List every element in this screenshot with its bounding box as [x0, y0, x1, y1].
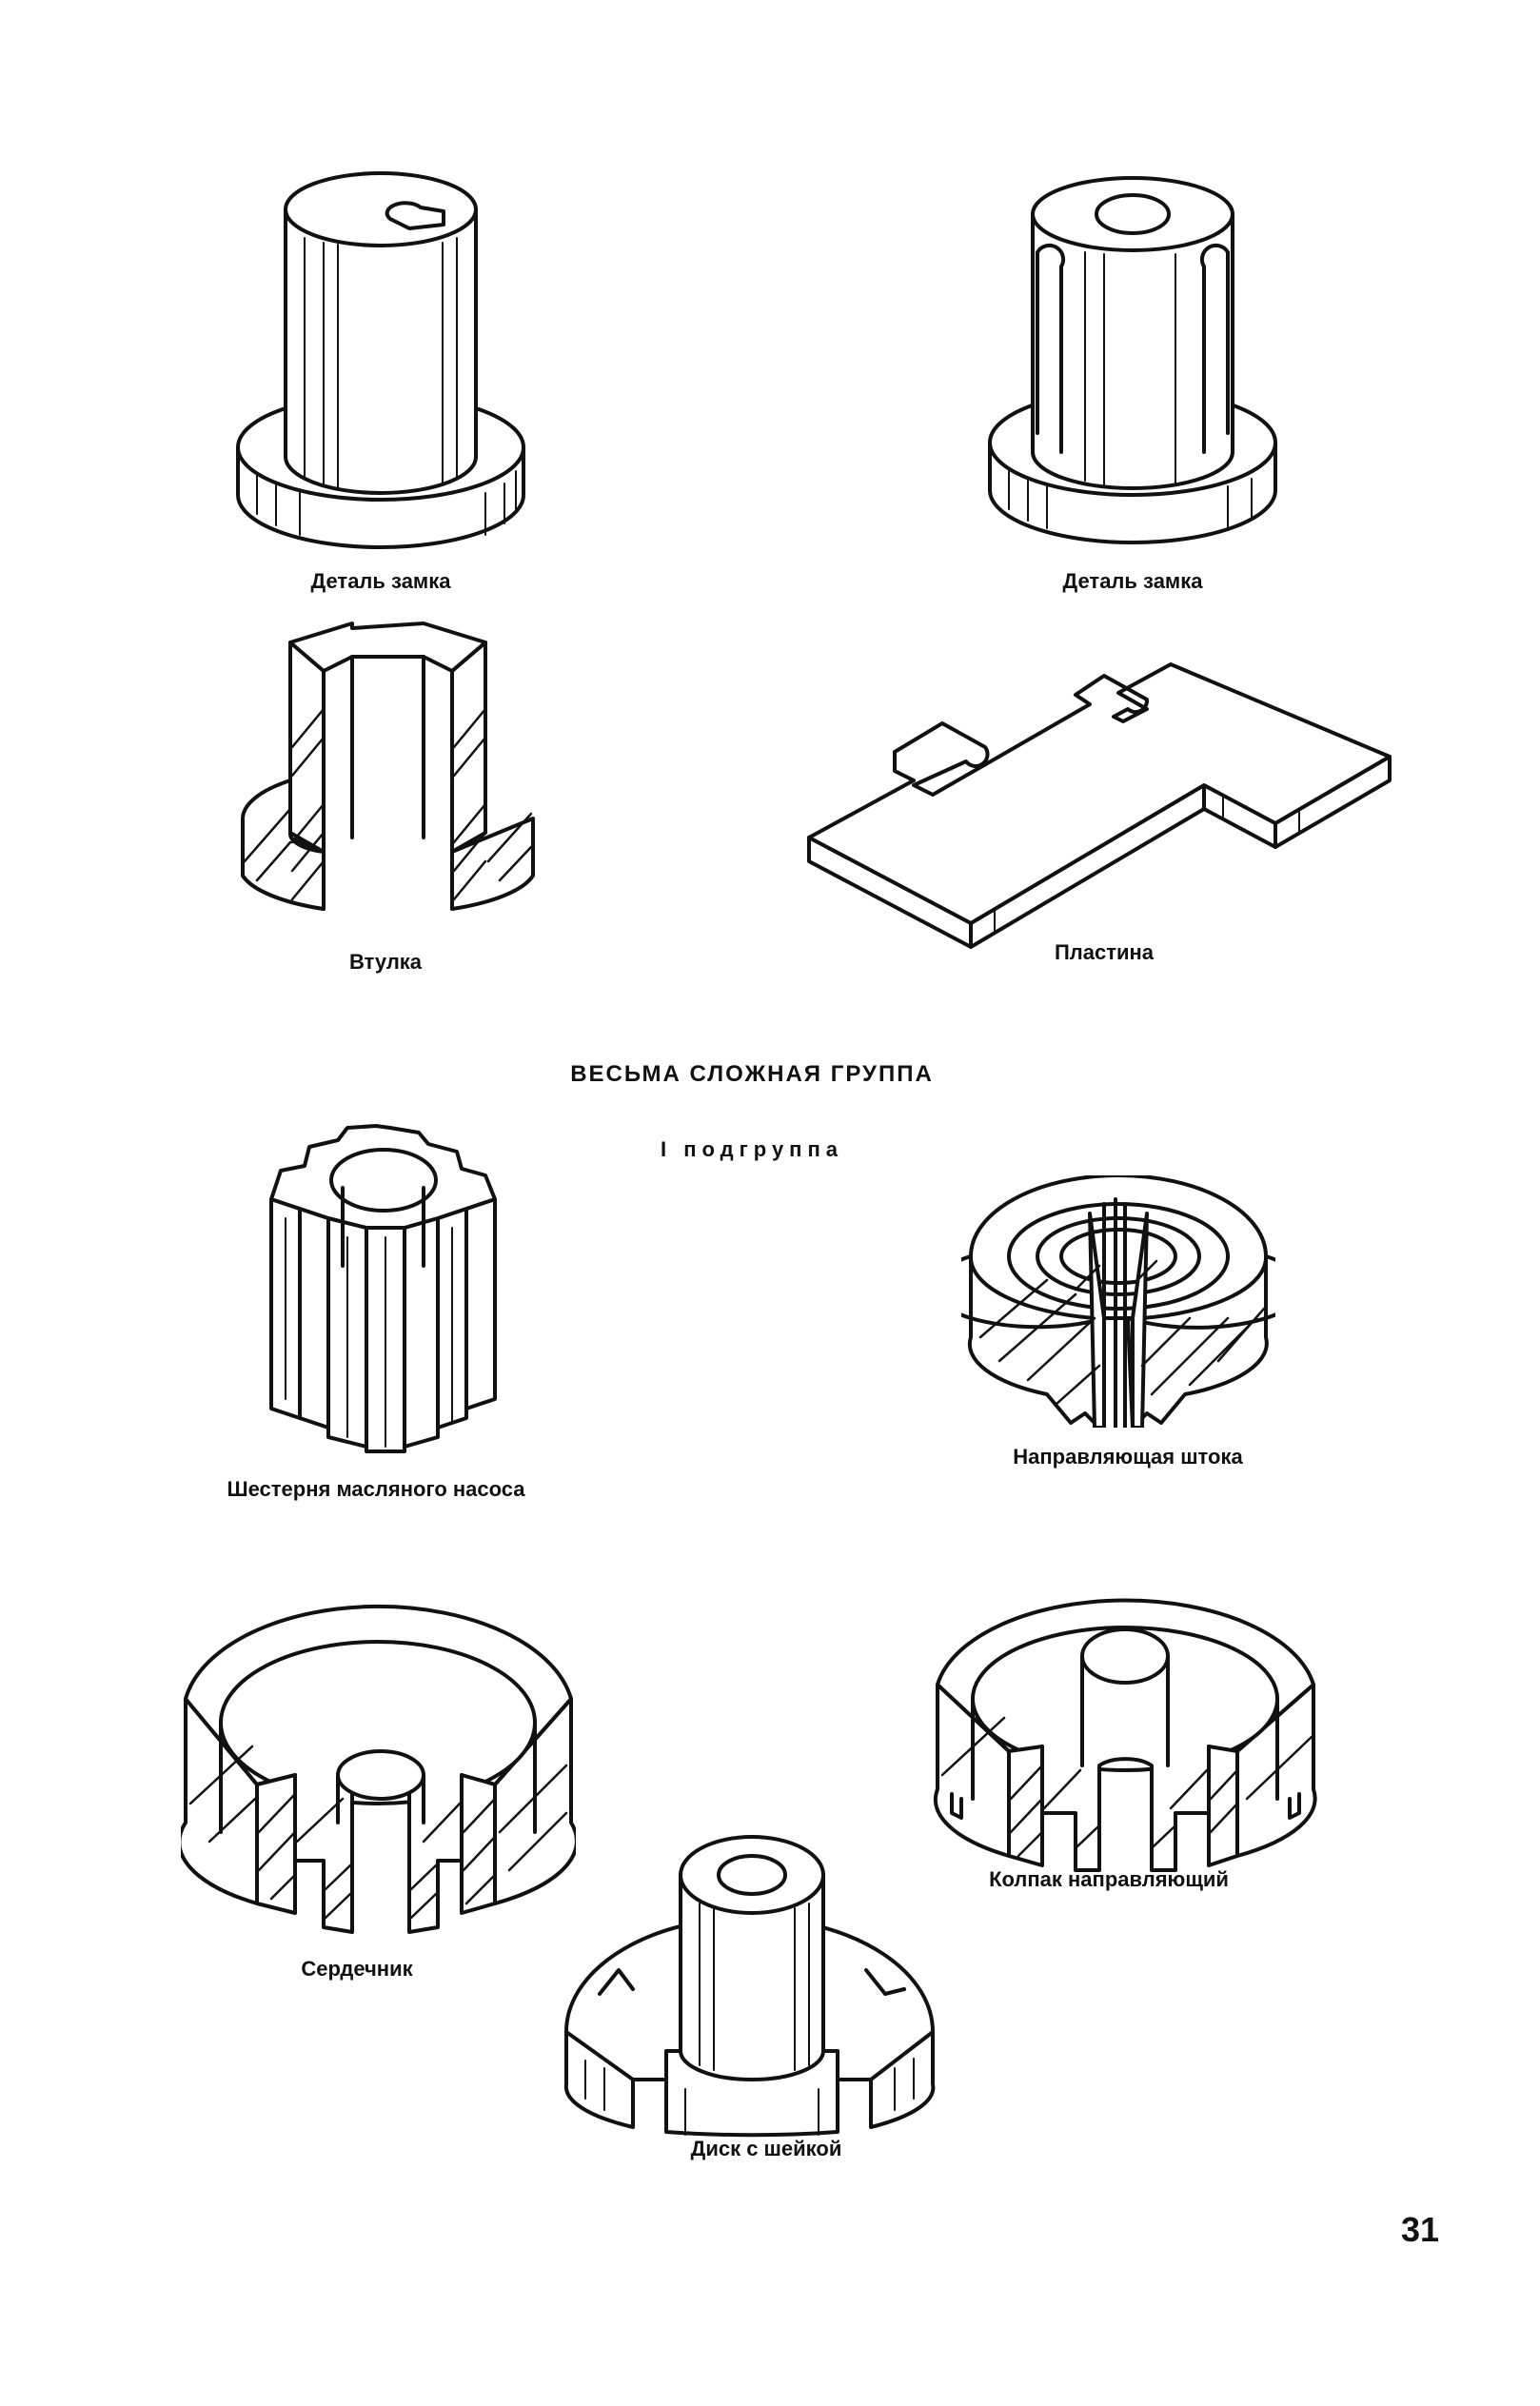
- lock-part-1-drawing: [219, 171, 543, 552]
- caption-oil-pump-gear: Шестерня масляного насоса: [227, 1477, 525, 1501]
- caption-core: Сердечник: [301, 1957, 413, 1981]
- necked-disc-drawing: [562, 1813, 938, 2141]
- section-heading: ВЕСЬМА СЛОЖНАЯ ГРУППА: [570, 1061, 934, 1087]
- oil-pump-gear-drawing: [252, 1123, 509, 1456]
- caption-guide-cap: Колпак направляющий: [989, 1867, 1229, 1891]
- caption-necked-disc: Диск с шейкой: [690, 2137, 842, 2160]
- core-drawing: [181, 1585, 576, 1946]
- caption-rod-guide: Направляющая штока: [1013, 1445, 1243, 1469]
- plate-drawing: [804, 619, 1399, 952]
- caption-lock-part-1: Деталь замка: [310, 569, 451, 593]
- caption-bushing: Втулка: [348, 950, 423, 974]
- guide-cap-drawing: [933, 1580, 1318, 1880]
- caption-lock-part-2: Деталь замка: [1062, 569, 1203, 593]
- bushing-drawing: [233, 604, 543, 933]
- page-number: 31: [1401, 2210, 1440, 2249]
- subsection-heading: I подгруппа: [661, 1137, 843, 1161]
- rod-guide-drawing: [961, 1175, 1275, 1428]
- lock-part-2-drawing: [980, 176, 1285, 552]
- caption-plate: Пластина: [1054, 940, 1155, 964]
